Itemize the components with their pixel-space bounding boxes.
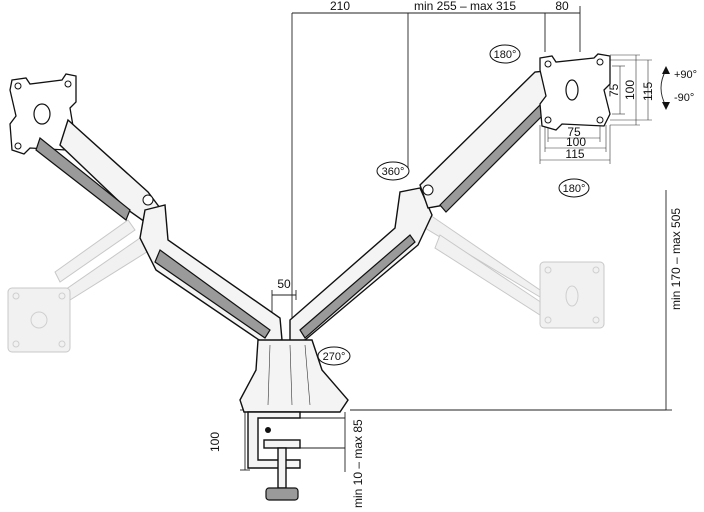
right-upper-arm xyxy=(419,69,561,213)
dim-plate-offset: 80 xyxy=(555,0,569,13)
dim-top-offset: 210 xyxy=(330,0,350,13)
desk-clamp xyxy=(247,411,301,501)
dim-clamp-height: 100 xyxy=(208,432,222,452)
tilt-up-label: +90° xyxy=(674,69,697,81)
dim-vesa-h-100: 100 xyxy=(623,80,637,100)
right-lower-arm xyxy=(289,187,433,343)
swivel-arm-badge: 360° xyxy=(376,161,410,181)
ghost-left-arm xyxy=(7,219,151,353)
dim-vesa-w-115: 115 xyxy=(565,147,584,161)
rotate-top-badge: 180° xyxy=(489,44,521,64)
rotate-bottom-label: 180° xyxy=(563,183,586,195)
dim-desk-thickness: min 10 – max 85 xyxy=(351,419,365,508)
dim-vesa-h-75: 75 xyxy=(607,83,621,97)
tilt-down-label: -90° xyxy=(674,92,694,104)
ghost-right-arm xyxy=(424,214,605,329)
tilt-indicator: +90° -90° xyxy=(660,66,697,110)
rotate-bottom-badge: 180° xyxy=(558,178,590,198)
swivel-arm-label: 360° xyxy=(382,166,405,178)
left-lower-arm xyxy=(139,204,283,343)
dim-vesa-w-75: 75 xyxy=(567,125,581,139)
right-vesa-plate xyxy=(539,53,611,131)
dim-pole-width: 50 xyxy=(277,277,291,291)
pole-base xyxy=(239,339,349,413)
dimension-lines xyxy=(240,6,672,472)
dim-arm-reach: min 255 – max 315 xyxy=(414,0,516,13)
dim-vesa-w-100: 100 xyxy=(566,135,586,149)
dim-height-range: min 170 – max 505 xyxy=(669,208,683,310)
dim-vesa-h-115: 115 xyxy=(641,82,655,101)
rotate-top-label: 180° xyxy=(494,49,517,61)
swivel-base-badge: 270° xyxy=(317,346,351,366)
swivel-base-label: 270° xyxy=(323,351,346,363)
